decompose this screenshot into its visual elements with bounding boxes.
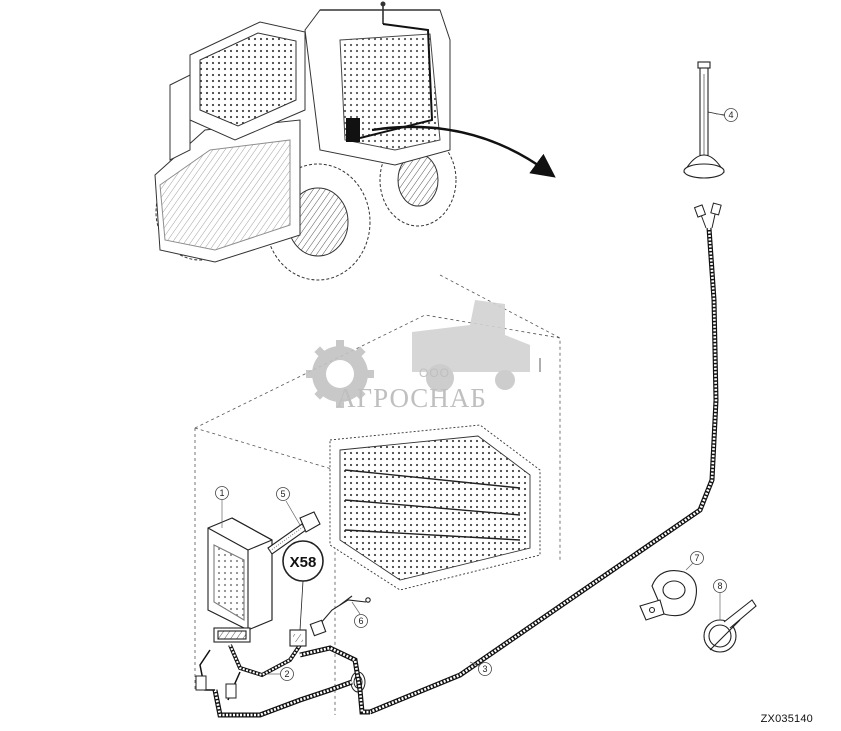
tractor-cab bbox=[304, 1, 451, 166]
svg-text:4: 4 bbox=[728, 110, 733, 120]
watermark: ООО АГРОСНАБ bbox=[306, 300, 530, 413]
watermark-harvester-icon bbox=[412, 300, 530, 392]
svg-text:8: 8 bbox=[717, 581, 722, 591]
callout-bubble-1: 1 bbox=[215, 486, 229, 500]
callout-bubble-3: 3 bbox=[478, 662, 492, 676]
module-wiring-harness bbox=[195, 643, 302, 701]
antenna-part bbox=[683, 61, 729, 179]
tractor-engine bbox=[154, 119, 301, 263]
svg-text:7: 7 bbox=[694, 553, 699, 563]
control-module bbox=[207, 517, 273, 643]
svg-text:6: 6 bbox=[358, 616, 363, 626]
svg-text:1: 1 bbox=[219, 488, 224, 498]
cable-terminal-ends bbox=[693, 202, 722, 229]
callout-bubble-5: 5 bbox=[276, 487, 290, 501]
callout-bubble-8: 8 bbox=[713, 579, 727, 593]
callout-bubble-2: 2 bbox=[280, 667, 294, 681]
drawing-reference-code: ZX035140 bbox=[760, 713, 813, 725]
callout-bubble-6: 6 bbox=[354, 614, 368, 628]
cable-tie bbox=[703, 599, 757, 653]
watermark-company-prefix: ООО bbox=[419, 366, 450, 380]
jumper-wire bbox=[309, 595, 371, 637]
svg-text:5: 5 bbox=[280, 489, 285, 499]
mounting-bolt bbox=[267, 511, 321, 555]
x58-connector: X58 bbox=[282, 540, 324, 647]
cable-clamp bbox=[639, 570, 697, 621]
antenna-cable-harness bbox=[212, 202, 722, 718]
svg-text:2: 2 bbox=[284, 669, 289, 679]
fuse-relay-panel bbox=[329, 424, 541, 591]
tractor-illustration bbox=[154, 1, 556, 281]
svg-text:3: 3 bbox=[482, 664, 487, 674]
callout-bubble-7: 7 bbox=[690, 551, 704, 565]
detail-pointer-arrow bbox=[371, 125, 556, 178]
callout-bubble-4: 4 bbox=[724, 108, 738, 122]
connector-label: X58 bbox=[290, 554, 317, 571]
watermark-gear-icon bbox=[306, 340, 374, 408]
watermark-brand-text: АГРОСНАБ bbox=[336, 383, 487, 413]
tractor-hood bbox=[169, 21, 306, 161]
